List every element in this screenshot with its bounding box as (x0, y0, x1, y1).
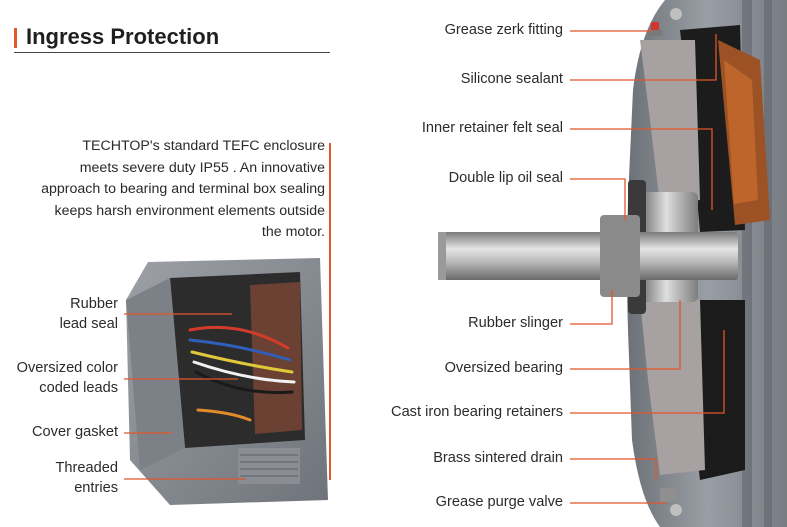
label-grease-zerk-fitting: Grease zerk fitting (444, 22, 563, 38)
intro-paragraph: TECHTOP's standard TEFC enclosure meets … (41, 138, 325, 240)
left-leader-lines (124, 313, 246, 480)
label-double-lip-oil-seal: Double lip oil seal (448, 170, 563, 186)
motor-cutaway-illustration (438, 0, 787, 527)
label-rubber-slinger: Rubber slinger (468, 315, 563, 331)
title-text: Ingress Protection (26, 24, 220, 49)
section-title: Ingress Protection (14, 22, 330, 53)
label-oversized-leads: Oversized color coded leads (16, 360, 118, 396)
label-rubber-lead-seal: Rubber lead seal (59, 296, 118, 332)
label-oversized-bearing: Oversized bearing (444, 360, 563, 376)
right-leader-lines (570, 30, 725, 504)
terminal-box-illustration (126, 258, 328, 505)
title-accent-bar (14, 28, 17, 48)
label-grease-purge-valve: Grease purge valve (435, 494, 563, 510)
label-cast-iron-bearing-retainers: Cast iron bearing retainers (391, 404, 563, 420)
label-threaded-entries: Threaded entries (55, 460, 118, 496)
label-cover-gasket: Cover gasket (32, 424, 118, 440)
label-silicone-sealant: Silicone sealant (460, 71, 563, 87)
label-inner-retainer-felt-seal: Inner retainer felt seal (421, 120, 563, 136)
label-brass-sintered-drain: Brass sintered drain (433, 450, 563, 466)
